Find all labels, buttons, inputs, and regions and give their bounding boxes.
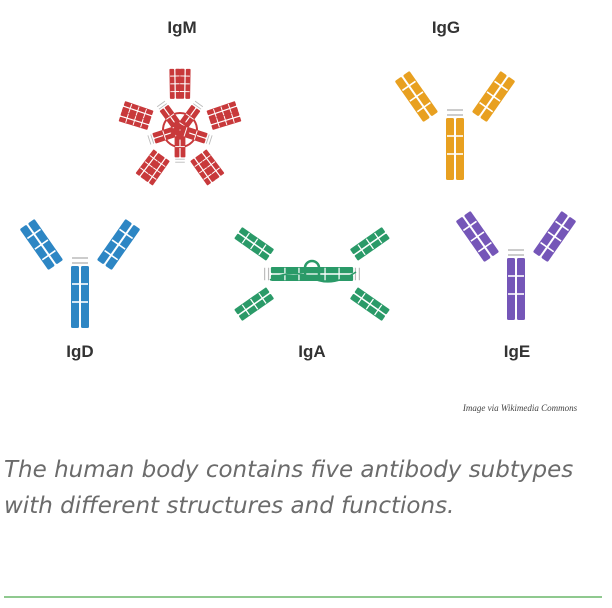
igd-antibody [18, 218, 142, 329]
igg-label: IgG [432, 18, 460, 37]
antibody-subtypes-diagram: IgM IgG IgD IgA IgE Image via Wikimedia … [18, 18, 578, 413]
image-credit: Image via Wikimedia Commons [462, 403, 578, 413]
igd-label: IgD [66, 342, 93, 361]
figure-caption: The human body contains five antibody su… [4, 457, 574, 519]
ige-label: IgE [504, 342, 530, 361]
igm-antibody [115, 63, 245, 187]
section-divider [4, 596, 602, 598]
ige-antibody [454, 210, 578, 321]
iga-label: IgA [298, 342, 325, 361]
igg-antibody [393, 70, 517, 181]
iga-antibody [233, 226, 391, 322]
igm-label: IgM [167, 18, 196, 37]
